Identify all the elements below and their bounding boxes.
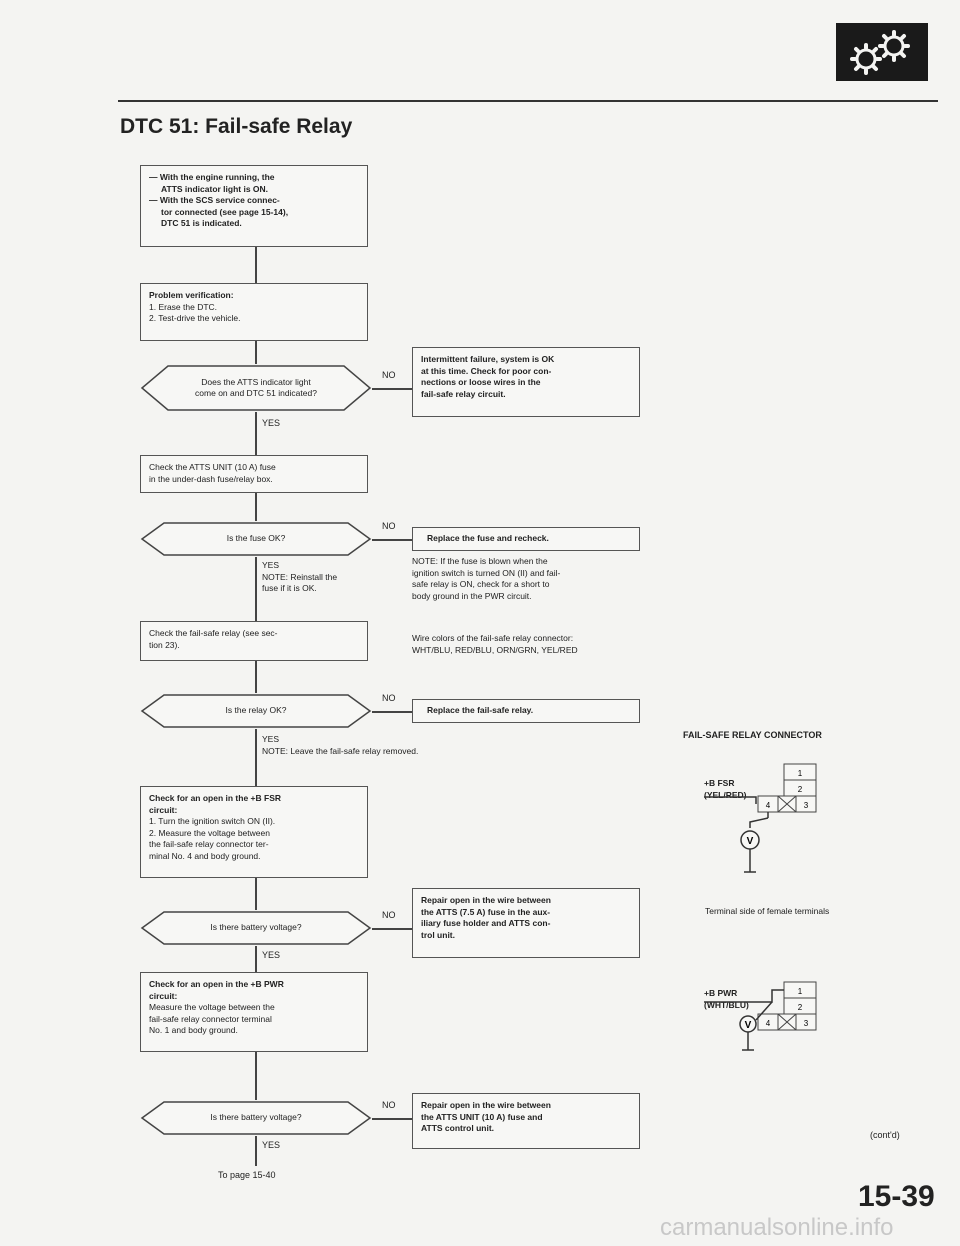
fsr-label: +B FSR (YEL/RED) (704, 778, 747, 800)
check-relay-box: Check the fail-safe relay (see sec- tion… (140, 621, 368, 661)
page-number: 15-39 (858, 1180, 935, 1213)
no-label: NO (382, 910, 396, 920)
fuse-note: NOTE: If the fuse is blown when the igni… (412, 556, 561, 601)
header-rule (118, 100, 938, 102)
check-fuse-box: Check the ATTS UNIT (10 A) fuse in the u… (140, 455, 368, 493)
decision-fuse-ok: Is the fuse OK? (140, 521, 372, 557)
intermittent-failure-box: Intermittent failure, system is OK at th… (412, 347, 640, 417)
pin-1: 1 (798, 769, 803, 778)
pin-2: 2 (798, 1003, 803, 1012)
continued-label: (cont'd) (870, 1130, 900, 1140)
symptom-box: — With the engine running, the ATTS indi… (140, 165, 368, 247)
wire-colors-note: Wire colors of the fail-safe relay conne… (412, 633, 578, 655)
replace-fuse-box: Replace the fuse and recheck. (412, 527, 640, 551)
no-label: NO (382, 1100, 396, 1110)
terminal-caption: Terminal side of female terminals (705, 906, 830, 916)
fsr-connector-diagram: 1 2 4 3 V (700, 760, 830, 880)
page-title: DTC 51: Fail-safe Relay (120, 115, 353, 138)
pin-4: 4 (766, 801, 771, 810)
connector-title: FAIL-SAFE RELAY CONNECTOR (683, 730, 822, 740)
pin-1: 1 (798, 987, 803, 996)
pwr-label: +B PWR (WHT/BLU) (704, 988, 749, 1010)
watermark: carmanualsonline.info (660, 1214, 894, 1241)
gear-logo-icon (836, 23, 928, 81)
decision-relay-ok: Is the relay OK? (140, 693, 372, 729)
check-pwr-box: Check for an open in the +B PWR circuit:… (140, 972, 368, 1052)
pin-3: 3 (804, 801, 809, 810)
leave-relay-note: YES NOTE: Leave the fail-safe relay remo… (262, 734, 419, 756)
decision-battery-voltage-fsr: Is there battery voltage? (140, 910, 372, 946)
replace-relay-box: Replace the fail-safe relay. (412, 699, 640, 723)
yes-label: YES (262, 950, 281, 960)
repair-fsr-box: Repair open in the wire between the ATTS… (412, 888, 640, 958)
repair-pwr-box: Repair open in the wire between the ATTS… (412, 1093, 640, 1149)
voltmeter-icon: V (747, 836, 754, 847)
pwr-connector-diagram: 1 2 4 3 V (700, 978, 830, 1058)
pin-4: 4 (766, 1019, 771, 1028)
pin-2: 2 (798, 785, 803, 794)
no-label: NO (382, 370, 396, 380)
no-label: NO (382, 693, 396, 703)
no-label: NO (382, 521, 396, 531)
check-fsr-box: Check for an open in the +B FSR circuit:… (140, 786, 368, 878)
problem-verification-box: Problem verification: 1. Erase the DTC. … (140, 283, 368, 341)
decision-battery-voltage-pwr: Is there battery voltage? (140, 1100, 372, 1136)
voltmeter-icon: V (745, 1020, 752, 1031)
reinstall-fuse-note: YES NOTE: Reinstall the fuse if it is OK… (262, 560, 338, 593)
to-page-label: To page 15-40 (218, 1170, 276, 1180)
yes-label: YES (262, 418, 281, 428)
yes-label: YES (262, 1140, 281, 1150)
pin-3: 3 (804, 1019, 809, 1028)
